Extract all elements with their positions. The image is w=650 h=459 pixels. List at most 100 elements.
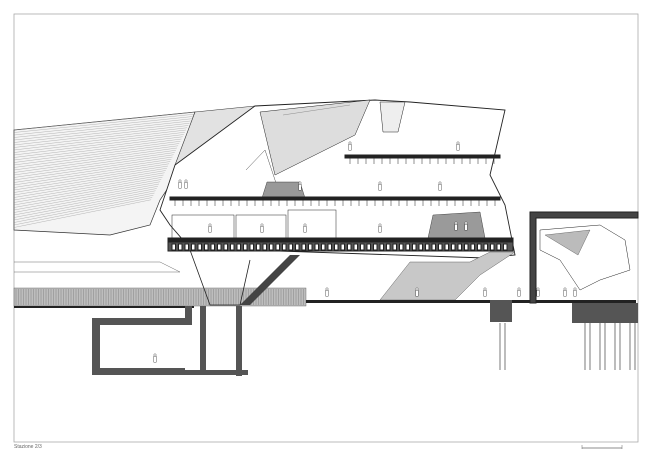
canopy-rib: [13, 143, 180, 166]
person-figure: [303, 223, 307, 227]
canopy-rib: [13, 127, 188, 148]
middle-floor-slab: [169, 196, 501, 201]
truss-opening: [210, 243, 215, 251]
truss-opening: [347, 243, 352, 251]
person-figure: [178, 181, 182, 189]
truss-opening: [314, 243, 319, 251]
truss-opening: [171, 243, 176, 251]
canopy-rib: [13, 179, 162, 206]
truss-opening: [392, 243, 397, 251]
truss-opening: [386, 243, 391, 251]
canopy-rib: [13, 181, 161, 208]
truss-opening: [451, 243, 456, 251]
truss-opening: [288, 243, 293, 251]
truss-opening: [191, 243, 196, 251]
sheet-caption: Stazione 2/3: [14, 444, 42, 450]
person-figure: [178, 179, 182, 183]
truss-opening: [334, 243, 339, 251]
canopy-rib: [13, 172, 165, 198]
person-figure: [573, 287, 577, 291]
person-figure: [483, 290, 487, 297]
canopy-rib: [13, 132, 185, 153]
truss-opening: [178, 243, 183, 251]
truss-opening: [249, 243, 254, 251]
main-floor-slab: [167, 237, 514, 243]
station-building: [159, 99, 516, 259]
person-figure: [260, 225, 264, 233]
person-figure: [456, 143, 460, 151]
truss-opening: [295, 243, 300, 251]
canopy-rib: [13, 141, 181, 163]
truss-opening: [405, 243, 410, 251]
person-figure: [563, 287, 567, 291]
truss-opening: [243, 243, 248, 251]
truss-opening: [256, 243, 261, 251]
canopy-rib: [13, 116, 193, 136]
canopy-rib: [13, 156, 173, 181]
person-figure: [208, 225, 212, 233]
person-figure: [378, 183, 382, 191]
canopy-rib: [13, 159, 172, 183]
truss-opening: [236, 243, 241, 251]
truss-opening: [275, 243, 280, 251]
canopy-rib: [13, 152, 175, 176]
track-level: [13, 249, 636, 308]
canopy-rib: [13, 114, 194, 133]
person-figure: [517, 290, 521, 297]
truss-opening: [496, 243, 501, 251]
canopy-rib: [13, 170, 166, 196]
canopy-rib: [13, 186, 158, 213]
canopy-rib: [13, 125, 189, 146]
truss-opening: [353, 243, 358, 251]
canopy-rib: [13, 165, 169, 191]
person-figure: [298, 181, 302, 185]
canopy-rib: [13, 174, 164, 201]
canopy-rib: [13, 136, 183, 158]
canopy-rib: [13, 134, 184, 156]
person-figure: [153, 353, 157, 357]
truss-opening: [230, 243, 235, 251]
canopy-rib: [13, 111, 196, 131]
person-figure: [325, 287, 329, 291]
person-figure: [208, 223, 212, 227]
person-figure: [438, 181, 442, 185]
truss-opening: [431, 243, 436, 251]
canopy-rib: [13, 190, 156, 218]
truss-opening: [425, 243, 430, 251]
truss-opening: [321, 243, 326, 251]
person-figure: [483, 287, 487, 291]
truss-opening: [262, 243, 267, 251]
canopy-rib: [13, 163, 170, 188]
canopy-rib: [13, 154, 174, 178]
truss-opening: [379, 243, 384, 251]
truss-opening: [282, 243, 287, 251]
person-figure: [348, 143, 352, 151]
person-figure: [464, 221, 468, 225]
truss-opening: [223, 243, 228, 251]
truss-opening: [490, 243, 495, 251]
canopy-rib: [13, 161, 171, 186]
person-figure: [563, 290, 567, 297]
canopy-rib: [13, 129, 187, 151]
canopy-rib: [13, 138, 182, 161]
person-figure: [517, 287, 521, 291]
truss-opening: [366, 243, 371, 251]
person-figure: [464, 223, 468, 231]
truss-opening: [438, 243, 443, 251]
truss-opening: [470, 243, 475, 251]
person-figure: [184, 179, 188, 183]
truss-opening: [399, 243, 404, 251]
canopy-rib: [13, 147, 178, 171]
truss-opening: [269, 243, 274, 251]
canopy-rib: [13, 199, 152, 228]
truss-opening: [308, 243, 313, 251]
person-figure: [454, 223, 458, 231]
people-figures: [153, 141, 577, 363]
person-figure: [415, 290, 419, 297]
person-figure: [260, 223, 264, 227]
truss-opening: [204, 243, 209, 251]
truss-opening: [360, 243, 365, 251]
person-figure: [325, 290, 329, 297]
canopy-rib: [13, 188, 157, 216]
